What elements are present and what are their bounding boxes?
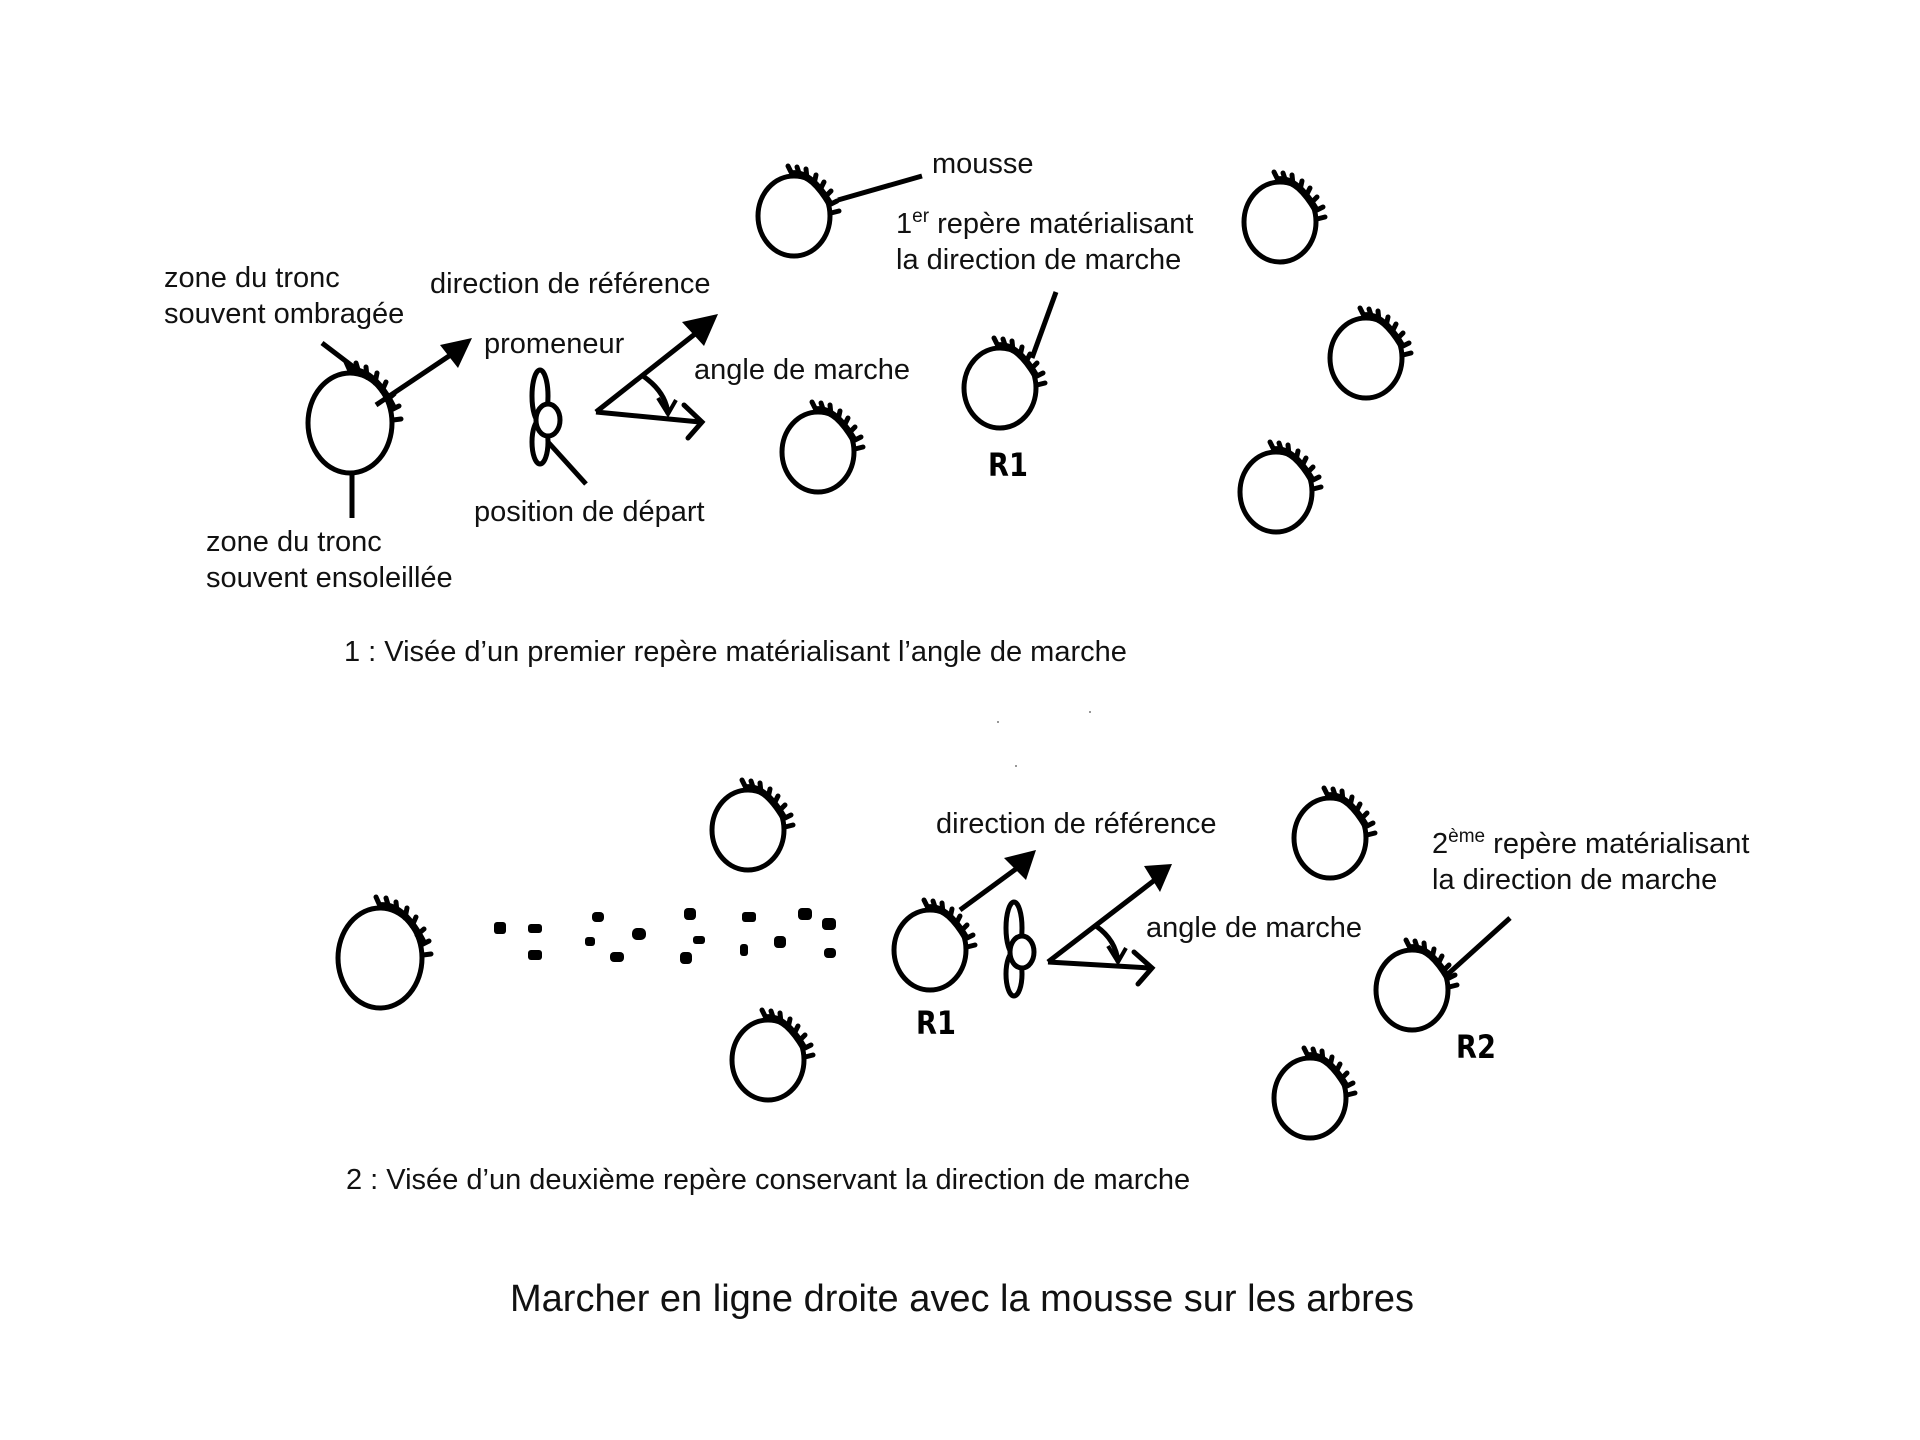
tree-icon xyxy=(712,780,793,870)
panel-1-caption: 1 : Visée d’un premier repère matérialis… xyxy=(344,636,1127,668)
tree-icon xyxy=(338,897,431,1008)
tree-icon xyxy=(1330,308,1411,398)
reference-direction-arrow xyxy=(594,328,702,414)
moss-leader-line xyxy=(837,173,923,203)
arrow-head-icon xyxy=(1106,944,1128,966)
panel-2-caption: 2 : Visée d’un deuxième repère conservan… xyxy=(346,1164,1191,1196)
walking-direction-arrow xyxy=(595,409,701,425)
tree-icon xyxy=(732,1010,813,1100)
arrow-head-icon xyxy=(1144,864,1172,892)
leader-line xyxy=(320,341,370,380)
label-reference-direction: direction de référence xyxy=(430,268,711,300)
label-second-landmark: 2ème repère matérialisant la direction d… xyxy=(1432,826,1749,898)
arrow-head-icon xyxy=(440,338,472,368)
arrow-head-icon xyxy=(1004,850,1036,880)
tree-icon xyxy=(1240,442,1321,532)
label-sunny-zone: zone du tronc souvent ensoleillée xyxy=(206,524,453,596)
tree-icon xyxy=(1244,172,1325,262)
label-line: la direction de marche xyxy=(896,244,1182,276)
label-walker: promeneur xyxy=(484,328,625,360)
tree-icon xyxy=(1294,788,1375,878)
label-walking-angle: angle de marche xyxy=(694,354,911,386)
label-moss: mousse xyxy=(932,148,1034,180)
landmark-r2-mark: R2 xyxy=(1456,1028,1496,1066)
landmark-r1-mark: R1 xyxy=(916,1004,956,1042)
tree-r2-icon xyxy=(1376,940,1457,1030)
label-line: 1er repère matérialisant xyxy=(896,206,1194,240)
tree-icon xyxy=(1274,1048,1355,1138)
label-line: souvent ombragée xyxy=(164,298,405,330)
leader-line xyxy=(1029,291,1059,359)
arrow-head-icon xyxy=(681,402,706,441)
label-shaded-zone: zone du tronc souvent ombragée xyxy=(164,260,404,332)
panel-1 xyxy=(308,166,1411,532)
footprints-trail-icon xyxy=(494,908,836,964)
label-line: 2ème repère matérialisant xyxy=(1432,826,1750,860)
label-line: souvent ensoleillée xyxy=(206,562,453,594)
label-reference-direction: direction de référence xyxy=(936,808,1217,840)
speck xyxy=(997,721,999,723)
landmark-r1-mark: R1 xyxy=(988,446,1028,484)
label-start-position: position de départ xyxy=(474,496,705,528)
speck xyxy=(1089,711,1091,713)
diagram-title: Marcher en ligne droite avec la mousse s… xyxy=(510,1278,1414,1320)
leader-line xyxy=(546,440,588,486)
reference-direction-arrow xyxy=(1046,874,1162,964)
label-line: zone du tronc xyxy=(206,526,382,558)
walker-icon xyxy=(1006,902,1034,996)
speck xyxy=(1015,765,1017,767)
tree-icon xyxy=(758,166,839,256)
arrow-head-icon xyxy=(656,396,678,418)
panel-2 xyxy=(338,780,1512,1138)
walking-direction-arrow xyxy=(1047,959,1151,971)
tree-icon xyxy=(308,362,401,473)
reference-arrow xyxy=(374,349,457,408)
label-walking-angle: angle de marche xyxy=(1146,912,1363,944)
arrow-head-icon xyxy=(1131,949,1156,987)
tree-icon xyxy=(782,402,863,492)
label-first-landmark: 1er repère matérialisant la direction de… xyxy=(896,206,1193,278)
reference-direction-arrow xyxy=(958,863,1022,913)
label-line: la direction de marche xyxy=(1432,864,1718,896)
leader-line xyxy=(1446,916,1512,976)
label-line: zone du tronc xyxy=(164,262,340,294)
tree-r1-icon xyxy=(894,900,975,990)
arrow-head-icon xyxy=(682,314,718,346)
